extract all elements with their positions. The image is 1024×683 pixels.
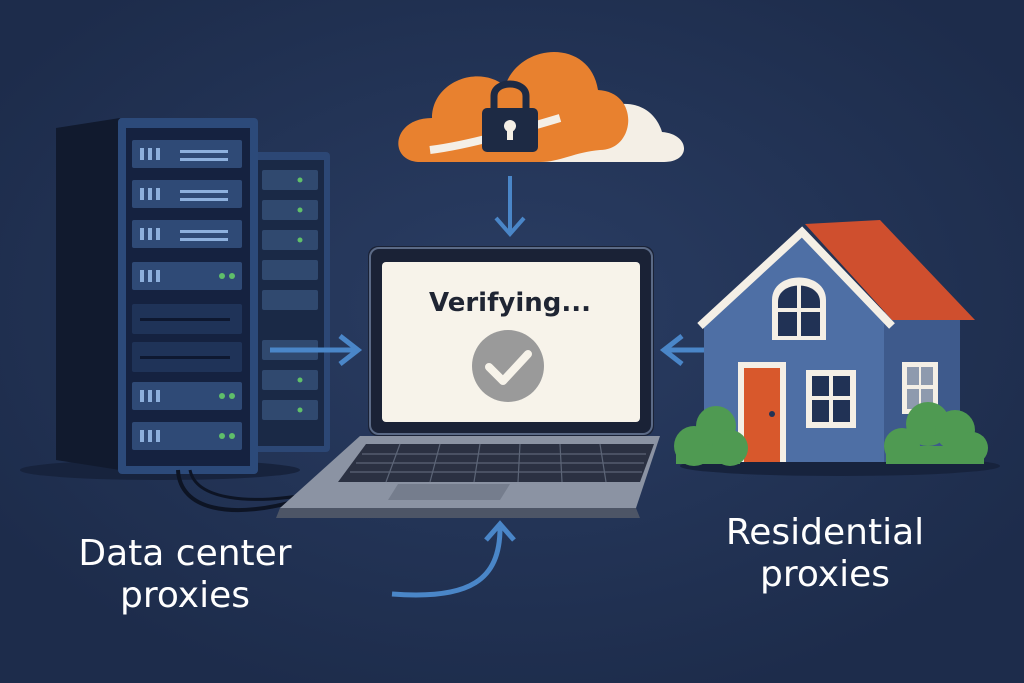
- cloud-orange-part: [398, 52, 629, 162]
- residential-proxies-label: Residential proxies: [700, 512, 950, 596]
- arrow-residential-to-laptop: [659, 334, 710, 366]
- arrow-datacenter-to-laptop: [270, 334, 363, 366]
- datacenter-label-line2: proxies: [120, 575, 250, 616]
- residential-label-line2: proxies: [760, 554, 890, 595]
- check-circle-icon: [472, 330, 544, 402]
- network-cable: [176, 469, 301, 512]
- bush-right: [884, 402, 988, 464]
- server-rack-side: [56, 118, 120, 470]
- laptop-icon: [276, 246, 660, 518]
- keyboard-keys: [350, 443, 646, 483]
- house-icon: [674, 220, 988, 466]
- arrow-cloud-to-laptop: [494, 176, 526, 238]
- bush-left: [674, 406, 748, 466]
- residential-label-line1: Residential: [725, 512, 925, 553]
- padlock-icon: [482, 80, 538, 152]
- laptop-touchpad: [388, 484, 510, 500]
- cloud-lock-icon: [398, 52, 685, 162]
- arrow-bottom-to-laptop: [391, 520, 516, 598]
- server-back-units: [262, 170, 318, 420]
- house-roof: [805, 220, 975, 320]
- house-roof-trim: [697, 226, 895, 329]
- server-front-units: [132, 140, 242, 450]
- server-rack-icon: [56, 118, 330, 512]
- datacenter-label-line1: Data center: [78, 533, 292, 574]
- screen-status-text: Verifying...: [429, 288, 591, 318]
- datacenter-proxies-label: Data center proxies: [60, 533, 310, 617]
